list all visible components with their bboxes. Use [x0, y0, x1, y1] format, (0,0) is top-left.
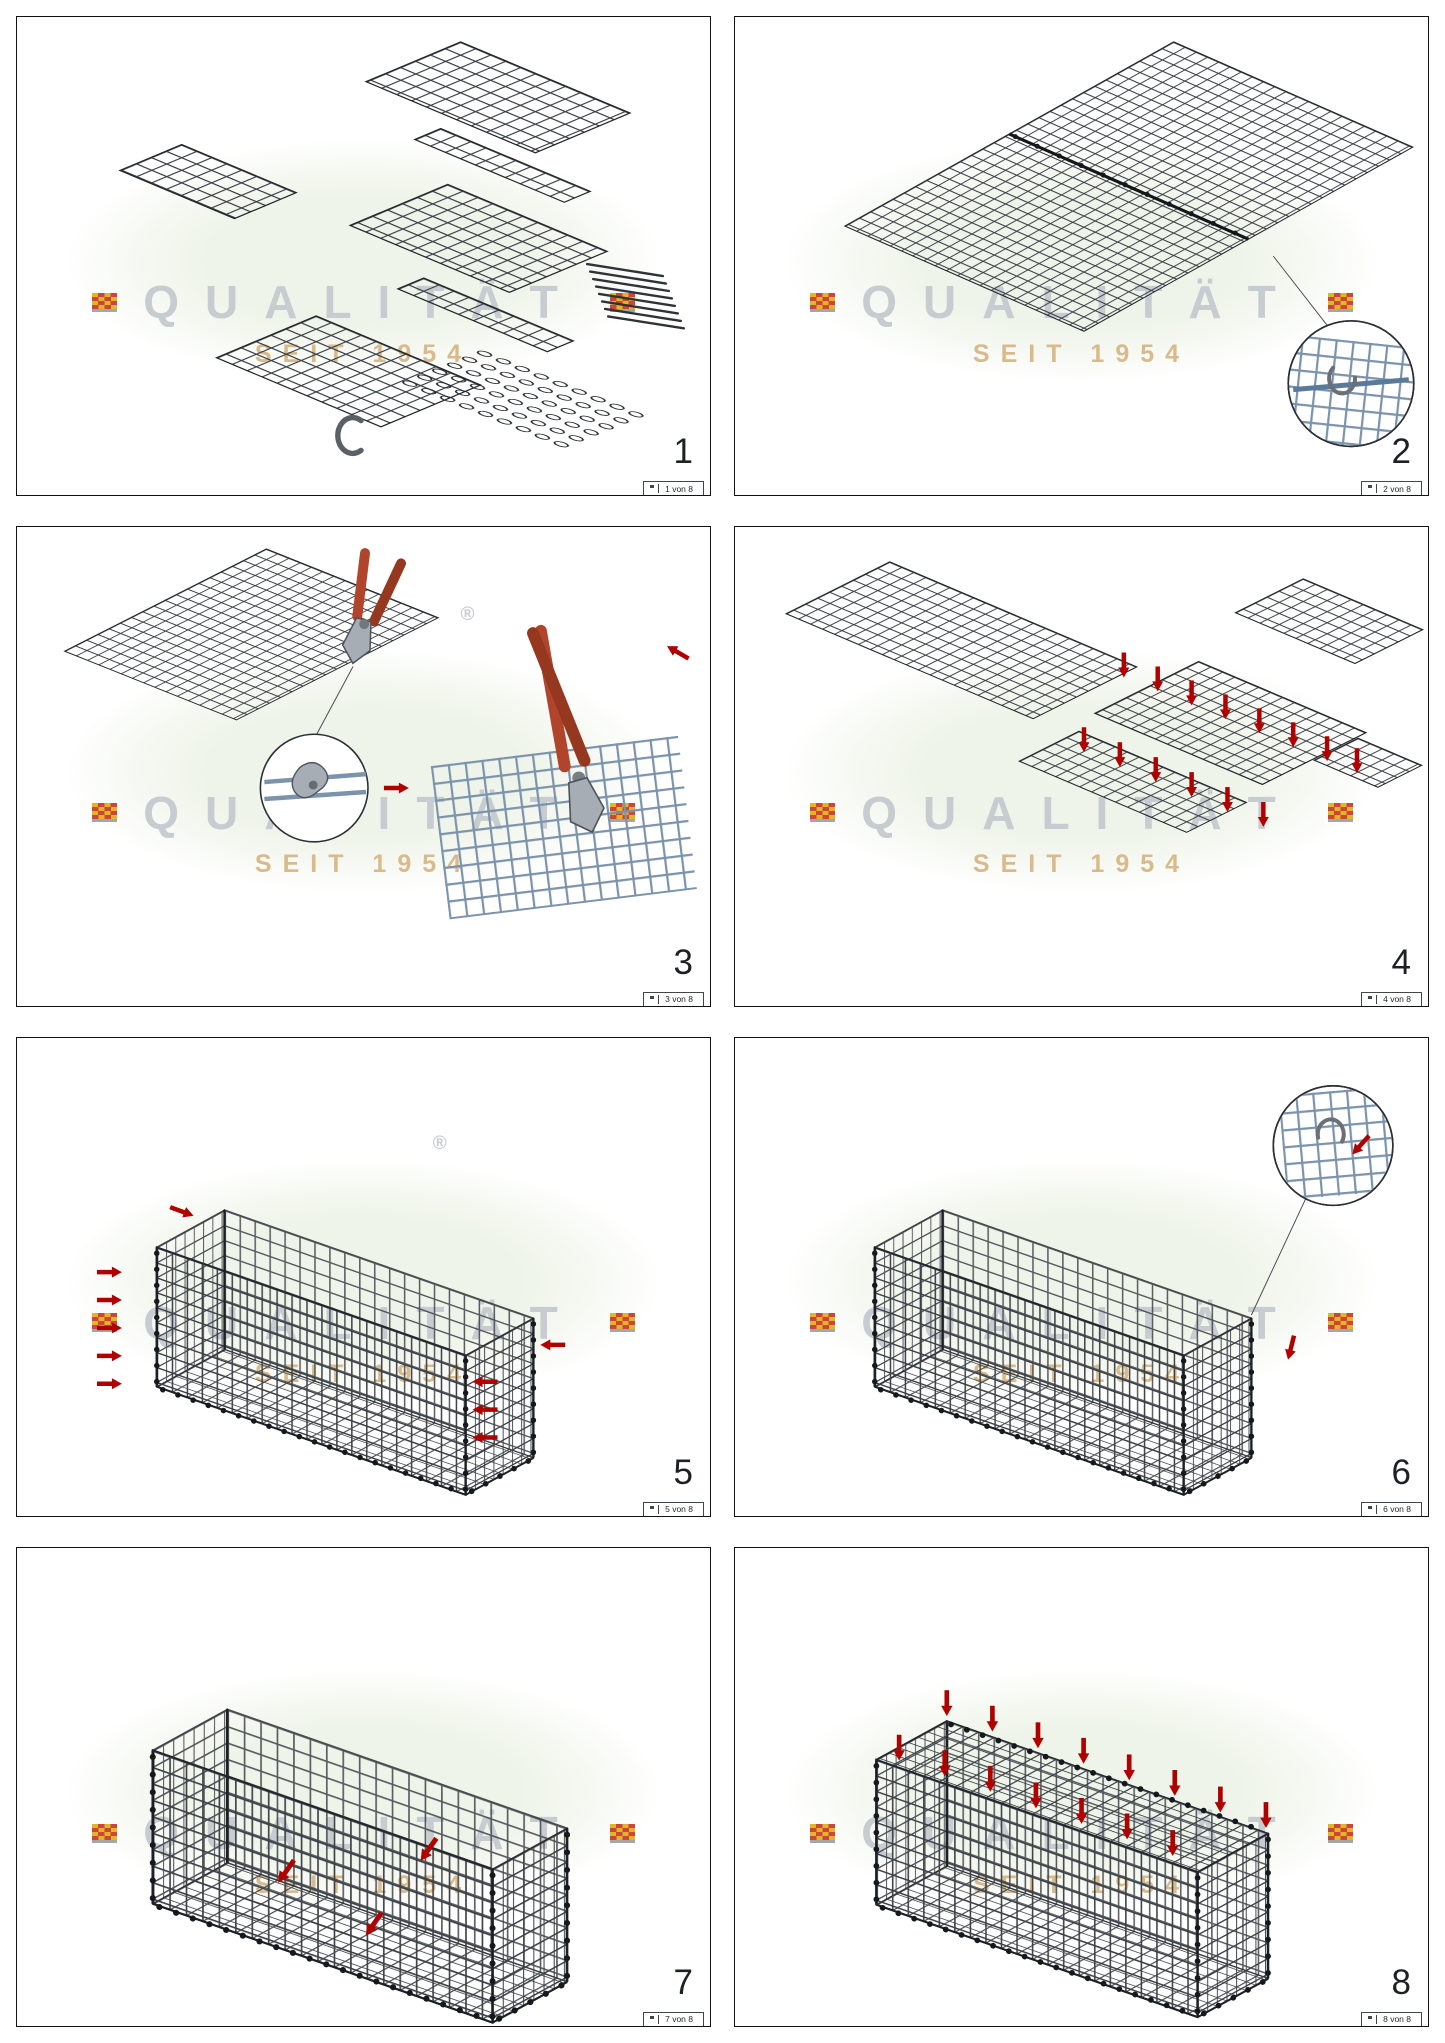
panel-step-6: QUALITÄT SEIT 1954 6 6 von 8: [734, 1036, 1429, 1517]
page-label: 6 von 8: [1383, 1504, 1411, 1514]
brand-logo-icon: [1327, 1313, 1353, 1333]
panel-step-3: ® QUALITÄT SEIT 1954: [16, 526, 711, 1007]
seam-line: [1008, 132, 1250, 241]
brand-logo-icon: [1327, 1823, 1353, 1843]
titleblock-mark-icon: [1367, 2015, 1378, 2024]
illustration-step-6: [735, 1084, 1394, 1496]
mesh-flap-top: [1234, 578, 1425, 665]
brand-logo-icon: [1327, 292, 1353, 312]
page-label-block: 7 von 8: [643, 2012, 704, 2026]
tie-rods: [585, 262, 686, 330]
step-number: 3: [673, 942, 693, 982]
mesh-panel-detail: [430, 736, 697, 920]
page-label: 2 von 8: [1383, 483, 1411, 494]
step-number: 1: [673, 432, 693, 472]
mesh-sheet: [348, 183, 609, 294]
page-label: 7 von 8: [665, 2014, 693, 2025]
press-arrow-icon: [1283, 1334, 1300, 1361]
page-label: 4 von 8: [1383, 993, 1411, 1004]
registered-mark: ®: [460, 603, 475, 625]
mesh-flap-left: [784, 561, 1139, 720]
page-label-block: 4 von 8: [1361, 991, 1422, 1006]
clip-field: [395, 347, 651, 450]
watermark-subtext: SEIT 1954: [972, 339, 1191, 368]
panel-step-5: ® QUALITÄT SEIT 1954 5 5 von 8: [16, 1036, 711, 1517]
callout-line: [1272, 255, 1330, 329]
mesh-flap-bottom: [1017, 730, 1248, 834]
brand-logo-icon: [810, 803, 836, 822]
page-label: 5 von 8: [665, 1504, 693, 1514]
registered-mark: ®: [432, 1133, 447, 1155]
watermark-subtext: SEIT 1954: [254, 850, 473, 879]
callout-line: [1250, 1192, 1309, 1315]
crimp-clip-icon: [291, 762, 329, 799]
brand-logo-icon: [1327, 803, 1353, 822]
brand-logo-icon: [92, 1823, 118, 1843]
illustration-step-8: [735, 1548, 1428, 2019]
lid-clip-dots: [948, 1721, 1267, 1834]
panel-step-1: QUALITÄT SEIT 1954 1 1 von 8: [16, 16, 711, 497]
illustration-step-7: [17, 1707, 710, 2024]
page-label-block: 2 von 8: [1361, 481, 1422, 496]
mesh-sheet: [118, 143, 298, 220]
titleblock-mark-icon: [649, 484, 660, 494]
illustration-step-4: [784, 561, 1425, 834]
brand-logo-icon: [810, 1313, 836, 1333]
illustration-step-2: [843, 41, 1415, 448]
illustration-step-3: [63, 548, 697, 920]
titleblock-mark-icon: [649, 994, 660, 1004]
page-label: 1 von 8: [665, 483, 693, 494]
titleblock-mark-icon: [649, 2015, 660, 2024]
titleblock-mark-icon: [1367, 1504, 1378, 1514]
page-label-block: 5 von 8: [643, 1501, 704, 1516]
mesh-strip: [413, 127, 592, 203]
c-clip-icon: [1327, 365, 1357, 396]
titleblock-mark-icon: [1367, 484, 1378, 494]
illustration-step-1: [118, 41, 686, 495]
step-number: 4: [1391, 942, 1411, 982]
brand-logo-icon: [609, 1823, 635, 1843]
mesh-base: [1093, 661, 1368, 786]
page-label-block: 6 von 8: [1361, 1501, 1422, 1516]
titleblock-mark-icon: [649, 1504, 660, 1514]
zoom-circle: [259, 733, 369, 843]
page-label-block: 1 von 8: [643, 481, 704, 496]
brand-logo-icon: [92, 803, 118, 822]
page-label-block: 3 von 8: [643, 991, 704, 1006]
mesh-sheet: [364, 41, 632, 154]
c-clip-icon: [338, 418, 361, 454]
zoom-circle: [1287, 320, 1415, 448]
step-number: 6: [1391, 1452, 1411, 1492]
watermark-subtext: SEIT 1954: [972, 850, 1191, 879]
step-number: 7: [673, 1963, 693, 2002]
press-arrow-icon: [664, 642, 691, 664]
brand-logo-icon: [609, 1313, 635, 1333]
page-label: 3 von 8: [665, 993, 693, 1004]
step-number: 8: [1391, 1963, 1411, 2002]
page-label-block: 8 von 8: [1361, 2012, 1422, 2026]
titleblock-mark-icon: [1367, 994, 1378, 1004]
pliers-large-icon: [527, 625, 605, 834]
brand-logo-icon: [810, 1823, 836, 1843]
panel-step-4: QUALITÄT SEIT 1954 4 4 von 8: [734, 526, 1429, 1007]
panel-step-2: QUALITÄT SEIT 1954 2: [734, 16, 1429, 497]
step-number: 2: [1391, 432, 1411, 472]
press-arrow-icon: [384, 783, 409, 794]
mesh-flap-right: [1312, 737, 1424, 789]
zoom-circle: [1272, 1084, 1394, 1206]
callout-line: [315, 666, 354, 736]
c-clip-icon: [1315, 1116, 1346, 1144]
pliers-icon: [341, 548, 406, 665]
page-label: 8 von 8: [1383, 2014, 1411, 2025]
panel-step-7: QUALITÄT SEIT 1954 7 7 von 8: [16, 1546, 711, 2027]
brand-logo-icon: [92, 292, 118, 312]
mesh-sheet: [63, 548, 440, 721]
mesh-strip: [396, 277, 575, 353]
brand-logo-icon: [810, 292, 836, 312]
illustration-step-5: [17, 1038, 710, 1496]
panel-step-8: QUALITÄT SEIT 1954: [734, 1546, 1429, 2027]
mesh-sheet: [214, 315, 483, 428]
step-number: 5: [673, 1452, 693, 1492]
